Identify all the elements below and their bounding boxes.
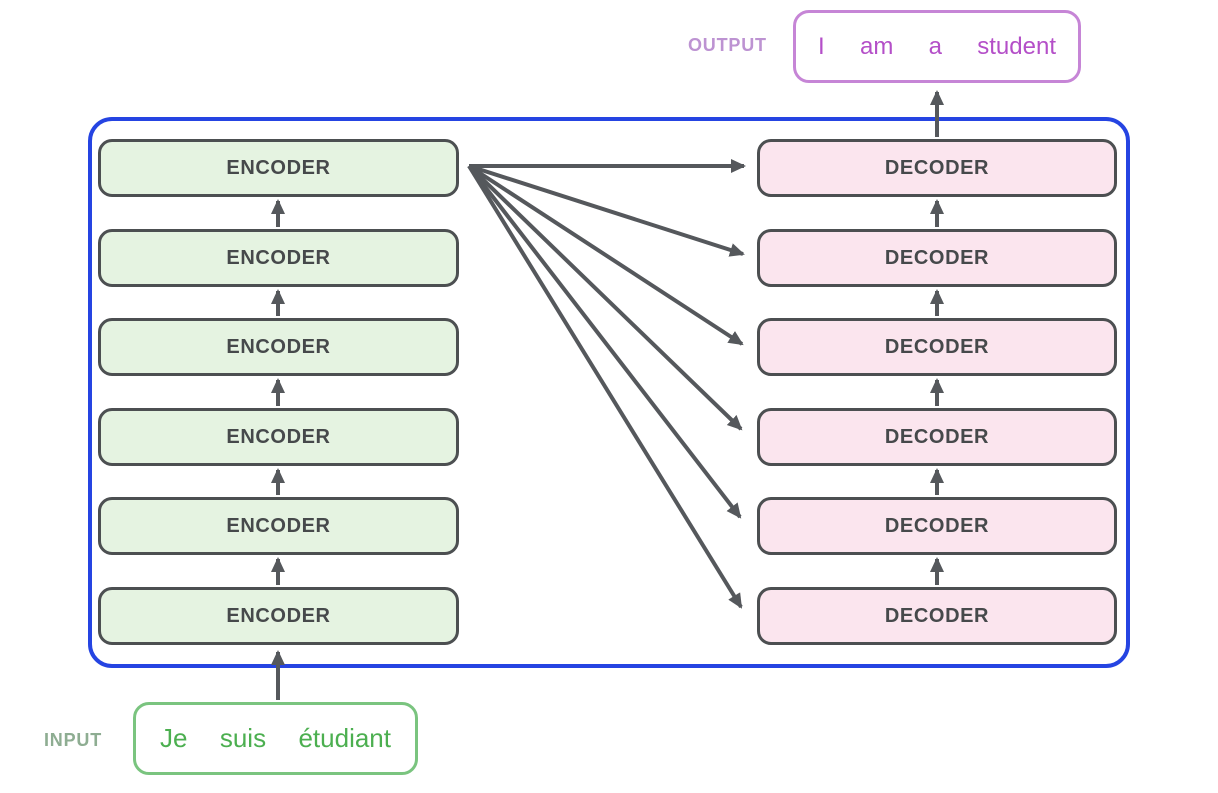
encoder-box-5: ENCODER	[98, 229, 459, 287]
output-label: OUTPUT	[688, 35, 767, 55]
decoder-label: DECODER	[884, 514, 990, 537]
encoder-box-1: ENCODER	[98, 587, 459, 645]
output-word: am	[859, 32, 894, 60]
decoder-label: DECODER	[884, 335, 990, 358]
encoder-label: ENCODER	[226, 156, 331, 179]
decoder-label: DECODER	[884, 156, 990, 179]
encoder-label: ENCODER	[226, 425, 331, 448]
decoder-box-5: DECODER	[757, 229, 1117, 287]
encoder-box-2: ENCODER	[98, 497, 459, 555]
encoder-label: ENCODER	[226, 335, 331, 358]
model-container-box	[88, 117, 1130, 668]
decoder-box-6: DECODER	[757, 139, 1117, 197]
input-sentence-box: Je suis étudiant	[133, 702, 418, 775]
output-word: student	[977, 32, 1056, 60]
input-word: suis	[219, 723, 267, 753]
decoder-label: DECODER	[884, 604, 990, 627]
encoder-label: ENCODER	[226, 246, 331, 269]
decoder-box-2: DECODER	[757, 497, 1117, 555]
decoder-box-1: DECODER	[757, 587, 1117, 645]
output-word: I	[818, 32, 825, 60]
input-label: INPUT	[44, 730, 102, 750]
output-word: a	[928, 32, 942, 60]
encoder-label: ENCODER	[226, 514, 331, 537]
decoder-box-4: DECODER	[757, 318, 1117, 376]
output-sentence-box: I am a student	[793, 10, 1081, 83]
decoder-box-3: DECODER	[757, 408, 1117, 466]
encoder-box-6: ENCODER	[98, 139, 459, 197]
encoder-label: ENCODER	[226, 604, 331, 627]
input-word: Je	[160, 723, 188, 753]
encoder-box-3: ENCODER	[98, 408, 459, 466]
input-word: étudiant	[298, 723, 391, 753]
encoder-box-4: ENCODER	[98, 318, 459, 376]
decoder-label: DECODER	[884, 425, 990, 448]
decoder-label: DECODER	[884, 246, 990, 269]
